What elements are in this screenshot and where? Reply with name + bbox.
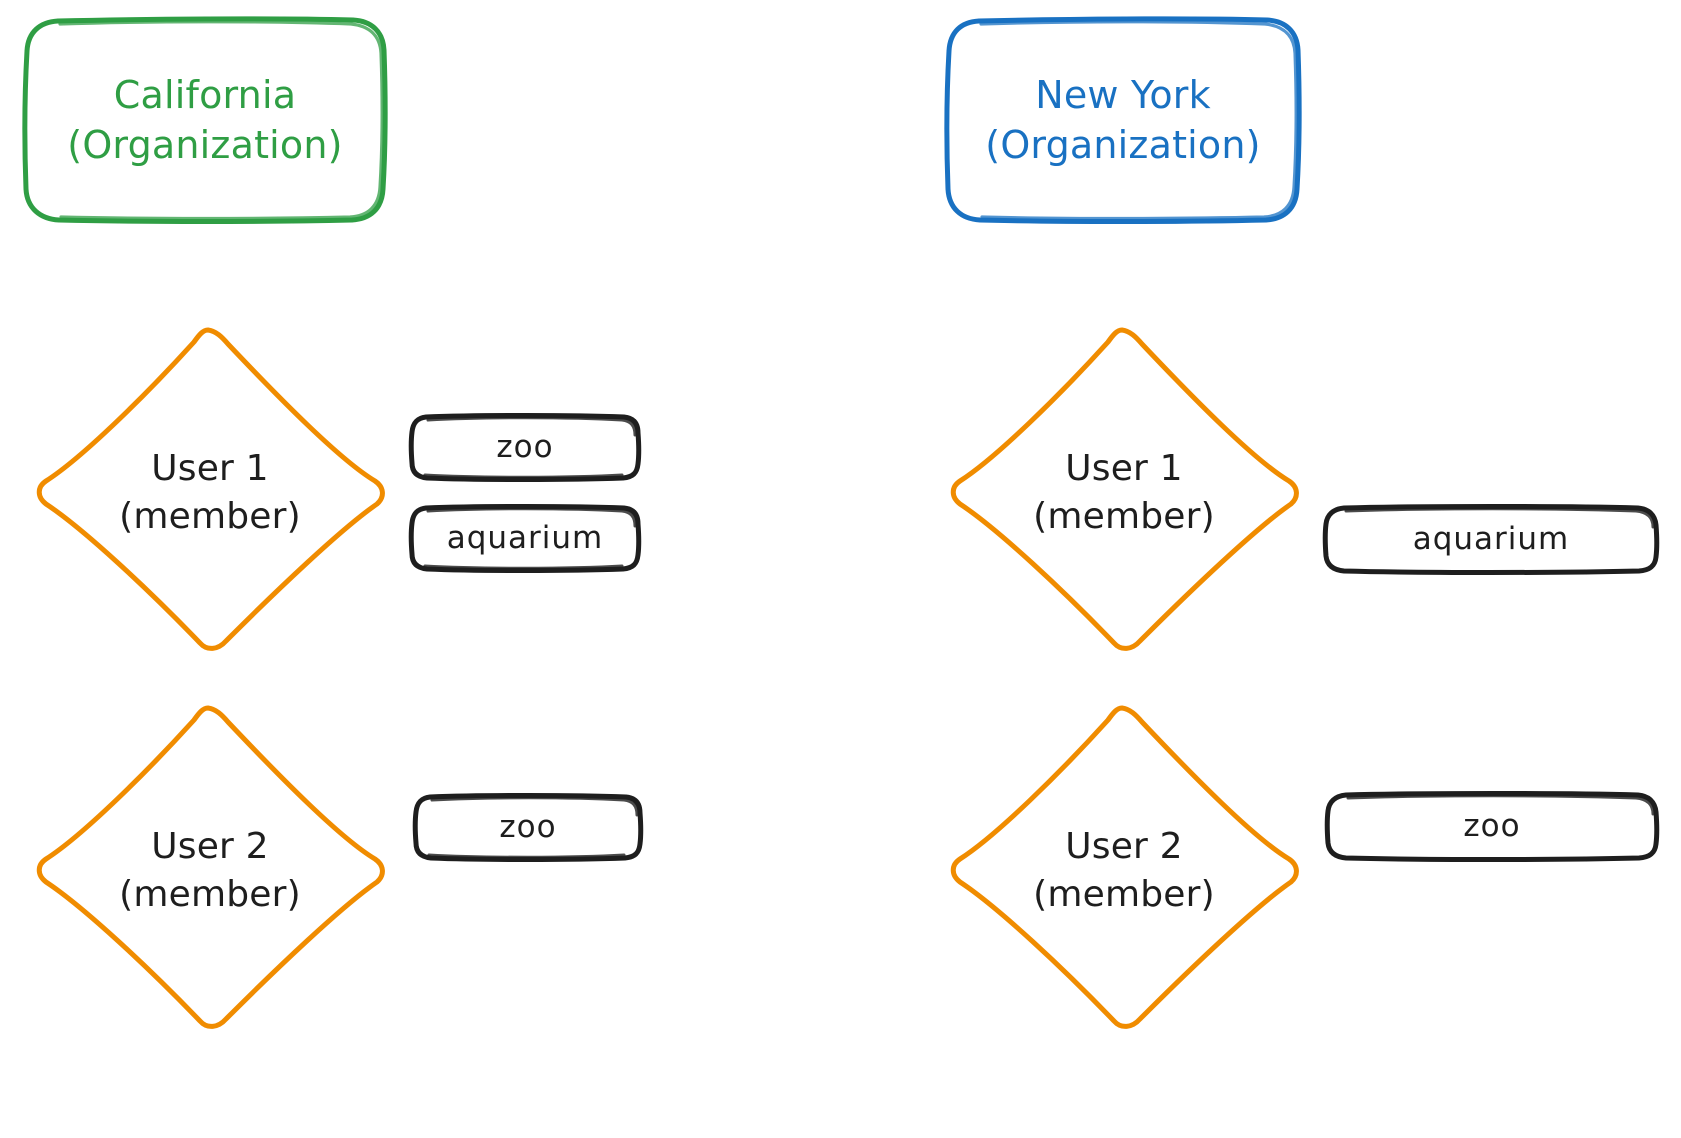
pill-shape [408, 504, 642, 573]
user-diamond-california-user-1[interactable]: User 1 (member) [30, 325, 390, 660]
permission-pill-california-user-1-aquarium[interactable]: aquarium [408, 504, 642, 573]
user-diamond-new-york-user-2[interactable]: User 2 (member) [944, 703, 1304, 1038]
permission-text: aquarium [1412, 520, 1570, 557]
user-name: User 2 [151, 825, 269, 867]
organization-box-new-york[interactable]: New York (Organization) [944, 16, 1302, 224]
organization-box-california[interactable]: California (Organization) [22, 16, 388, 224]
user-diamond-new-york-user-1[interactable]: User 1 (member) [944, 325, 1304, 660]
rounded-rect-shape [944, 16, 1302, 224]
user-label-new-york-user-1: User 1 (member) [944, 325, 1304, 660]
org-name-new-york: New York [1035, 72, 1211, 117]
org-name-california: California [113, 72, 297, 117]
permission-label: zoo [408, 413, 642, 481]
permission-pill-new-york-user-2-zoo[interactable]: zoo [1324, 791, 1660, 862]
diamond-shape [950, 327, 1299, 651]
rounded-rect-shape [22, 16, 388, 224]
permission-label: aquarium [408, 504, 642, 572]
pill-shape [412, 793, 644, 862]
organization-label-new-york: New York (Organization) [944, 16, 1302, 224]
permission-pill-california-user-1-zoo[interactable]: zoo [408, 413, 642, 482]
user-role: (member) [1033, 495, 1215, 537]
permission-text: aquarium [446, 519, 604, 556]
pill-shape [1322, 504, 1660, 575]
user-name: User 2 [1065, 825, 1183, 867]
org-type-new-york: (Organization) [985, 123, 1261, 167]
permission-pill-new-york-user-1-aquarium[interactable]: aquarium [1322, 504, 1660, 575]
permission-pill-california-user-2-zoo[interactable]: zoo [412, 793, 644, 862]
user-diamond-california-user-2[interactable]: User 2 (member) [30, 703, 390, 1038]
user-name: User 1 [151, 447, 269, 489]
user-label-california-user-1: User 1 (member) [30, 325, 390, 660]
pill-shape [408, 413, 642, 482]
user-role: (member) [119, 495, 301, 537]
pill-shape [1324, 791, 1660, 862]
permission-label: zoo [412, 793, 644, 861]
diamond-shape [36, 327, 385, 651]
diamond-shape [950, 705, 1299, 1029]
user-name: User 1 [1065, 447, 1183, 489]
user-label-new-york-user-2: User 2 (member) [944, 703, 1304, 1038]
user-label-california-user-2: User 2 (member) [30, 703, 390, 1038]
user-role: (member) [1033, 873, 1215, 915]
permission-label: zoo [1324, 791, 1660, 861]
diamond-shape [36, 705, 385, 1029]
permission-text: zoo [496, 428, 554, 465]
org-type-california: (Organization) [67, 123, 343, 167]
permission-text: zoo [1463, 807, 1521, 844]
permission-label: aquarium [1322, 504, 1660, 574]
user-role: (member) [119, 873, 301, 915]
permission-text: zoo [499, 808, 557, 845]
organization-label-california: California (Organization) [22, 16, 388, 224]
